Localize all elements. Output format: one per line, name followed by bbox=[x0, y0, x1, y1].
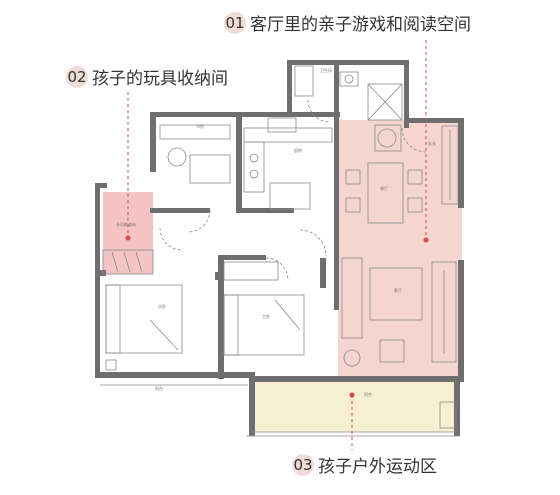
walls bbox=[95, 60, 464, 436]
door-swings bbox=[159, 99, 427, 281]
room-label-kitchen: 厨房 bbox=[294, 147, 302, 153]
leader-dots bbox=[125, 235, 429, 398]
furniture-lines bbox=[100, 65, 460, 437]
callout-01-text: 客厅里的亲子游戏和阅读空间 bbox=[250, 15, 471, 35]
room-label-bedroom-left: 次卧 bbox=[158, 303, 166, 309]
room-label-bath: 卫生间 bbox=[320, 67, 332, 73]
marker-dot-01 bbox=[423, 237, 429, 243]
room-label-bedroom-window: 阳台 bbox=[155, 385, 163, 391]
callout-01-number: 01 bbox=[224, 11, 246, 34]
balcony-zone-highlight bbox=[253, 382, 460, 432]
room-label-study: 书房 bbox=[196, 123, 204, 129]
room-label-dining: 餐厅 bbox=[380, 185, 388, 191]
callout-02: 02 孩子的玩具收纳间 bbox=[66, 64, 228, 89]
callout-02-number: 02 bbox=[66, 65, 88, 88]
room-label-living: 客厅 bbox=[394, 287, 402, 293]
room-label-storage: 多功能收纳 bbox=[116, 221, 136, 227]
room-label-balcony: 阳台 bbox=[364, 391, 372, 397]
leader-lines bbox=[127, 40, 427, 450]
room-label-entry: 玄关 bbox=[428, 140, 436, 146]
marker-dot-02 bbox=[125, 235, 131, 241]
callout-02-text: 孩子的玩具收纳间 bbox=[92, 69, 228, 89]
marker-dot-03 bbox=[349, 392, 355, 398]
room-labels: 卫生间 书房 厨房 多功能收纳 次卧 主卧 餐厅 客厅 玄关 阳台 阳台 bbox=[116, 67, 436, 397]
room-label-bedroom-mid: 主卧 bbox=[262, 313, 270, 319]
callout-03: 03 孩子户外运动区 bbox=[292, 452, 437, 477]
callout-01: 01 客厅里的亲子游戏和阅读空间 bbox=[224, 10, 471, 35]
callout-03-number: 03 bbox=[292, 453, 314, 476]
callout-03-text: 孩子户外运动区 bbox=[318, 457, 437, 477]
